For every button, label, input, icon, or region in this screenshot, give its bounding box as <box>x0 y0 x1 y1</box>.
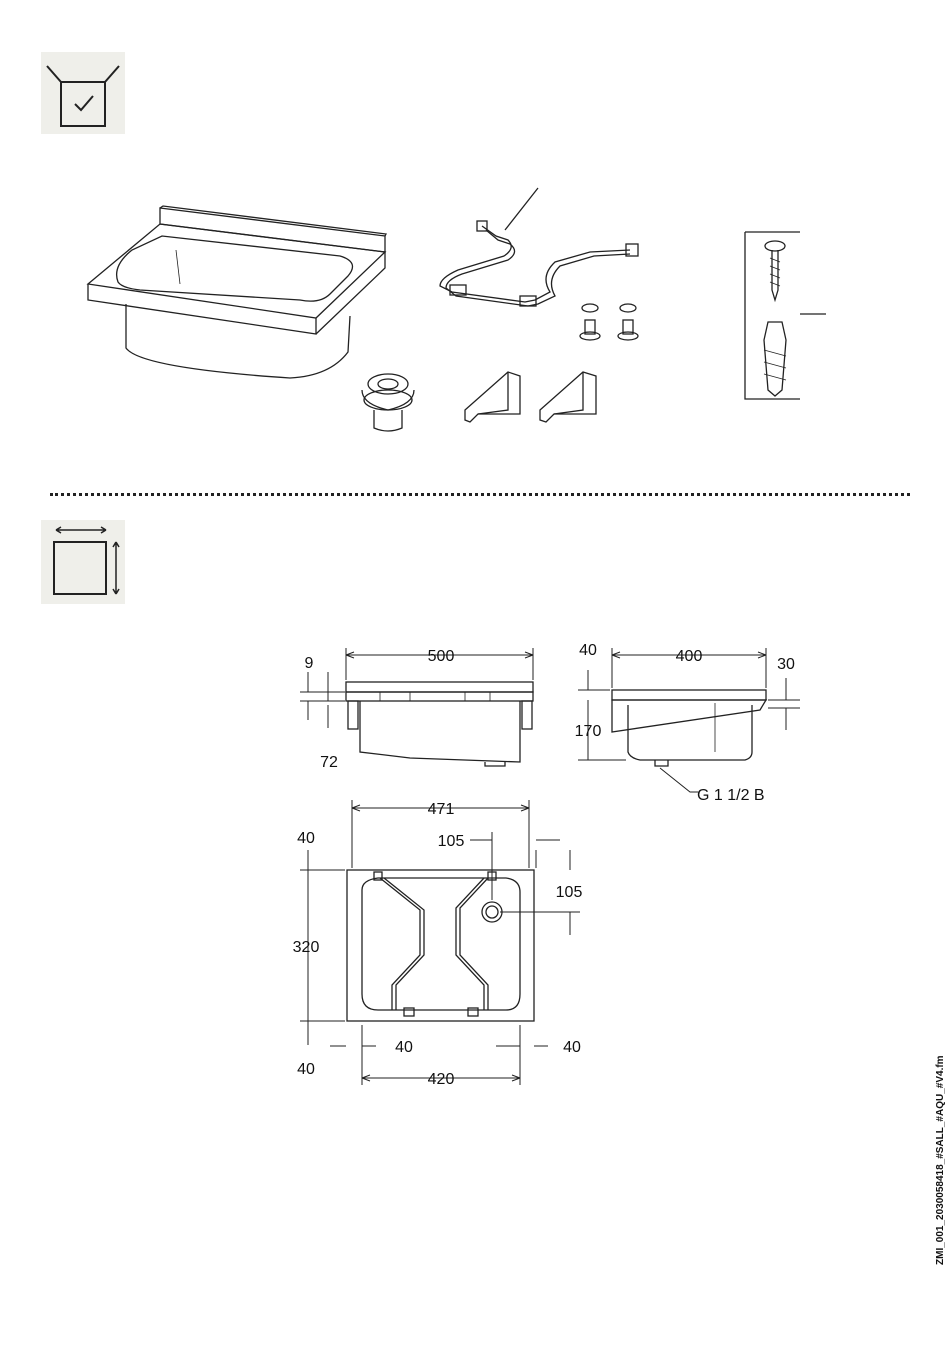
front-view-dimensions <box>300 648 533 728</box>
document-code: ZMI_001_2030058418_#SALL_#AQU_#V4.fm <box>935 1055 946 1265</box>
dim-top-left-offset: 40 <box>297 830 315 847</box>
dim-bracket-spacing: 420 <box>428 1071 455 1088</box>
supply-pipe-illustration <box>440 188 638 306</box>
dim-top-depth: 320 <box>293 939 320 956</box>
dim-side-height: 170 <box>575 723 602 740</box>
dim-bottom-inner-left: 40 <box>395 1039 413 1056</box>
dim-drain-x: 105 <box>438 833 465 850</box>
dim-top-width: 471 <box>428 801 455 818</box>
fixing-nuts-illustration <box>580 304 638 340</box>
dim-bracket-offset: 72 <box>320 754 338 771</box>
dim-drain-y: 105 <box>556 884 583 901</box>
wall-bracket-illustration <box>465 372 596 422</box>
dim-front-width: 500 <box>428 648 455 665</box>
wall-fixing-set-illustration <box>745 232 826 399</box>
top-view <box>347 870 534 1021</box>
dim-rim-height: 9 <box>305 655 314 672</box>
dim-side-depth: 400 <box>676 648 703 665</box>
dim-side-offset: 40 <box>579 642 597 659</box>
dim-side-rim: 30 <box>777 656 795 673</box>
drain-valve-illustration <box>362 374 414 431</box>
front-view <box>346 682 533 766</box>
sink-illustration <box>88 206 386 378</box>
side-view <box>612 690 766 766</box>
dim-bottom-left-offset: 40 <box>297 1061 315 1078</box>
dim-drain-thread: G 1 1/2 B <box>697 787 765 804</box>
dim-bottom-inner-right: 40 <box>563 1039 581 1056</box>
